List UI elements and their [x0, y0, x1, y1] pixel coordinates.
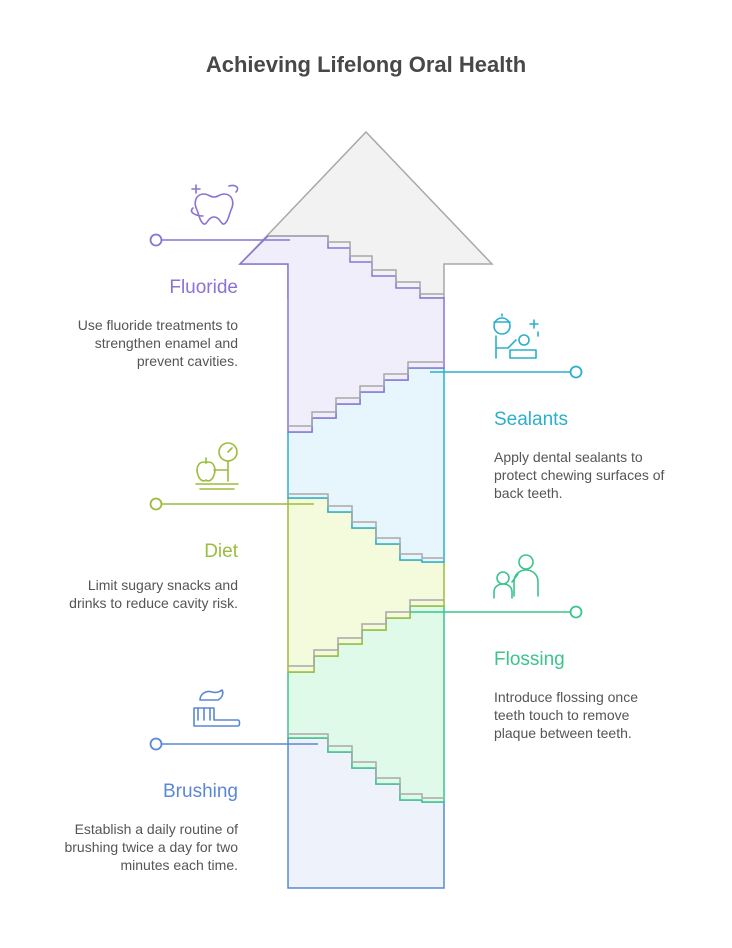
- brushing-description: Establish a daily routine of brushing tw…: [64, 821, 238, 873]
- diet-label: Diet: [204, 541, 238, 562]
- connector-diet: [149, 497, 314, 511]
- flossing-label: Flossing: [494, 649, 565, 670]
- step-edges: [268, 235, 444, 799]
- diet-description: Limit sugary snacks and drinks to reduce…: [69, 577, 238, 611]
- sealants-description: Apply dental sealants to protect chewing…: [494, 449, 665, 501]
- connector-fluoride: [149, 233, 290, 247]
- diagram-title: Achieving Lifelong Oral Health: [205, 52, 527, 77]
- connector-flossing: [410, 605, 583, 619]
- fluoride-description: Use fluoride treatments to strengthen en…: [77, 317, 238, 369]
- connector-brushing: [149, 737, 318, 751]
- tooth-sparkle-icon: [190, 184, 239, 225]
- sealants-label: Sealants: [494, 409, 568, 430]
- fluoride-segment: [238, 235, 445, 433]
- fluoride-label: Fluoride: [169, 277, 238, 298]
- parent-child-icon: [493, 554, 539, 599]
- toothbrush-icon: [193, 689, 241, 727]
- connector-sealants: [430, 365, 583, 379]
- flossing-description: Introduce flossing once teeth touch to r…: [494, 689, 638, 741]
- dentist-patient-icon: [493, 313, 539, 359]
- brushing-label: Brushing: [163, 781, 238, 802]
- apple-scale-icon: [195, 442, 239, 490]
